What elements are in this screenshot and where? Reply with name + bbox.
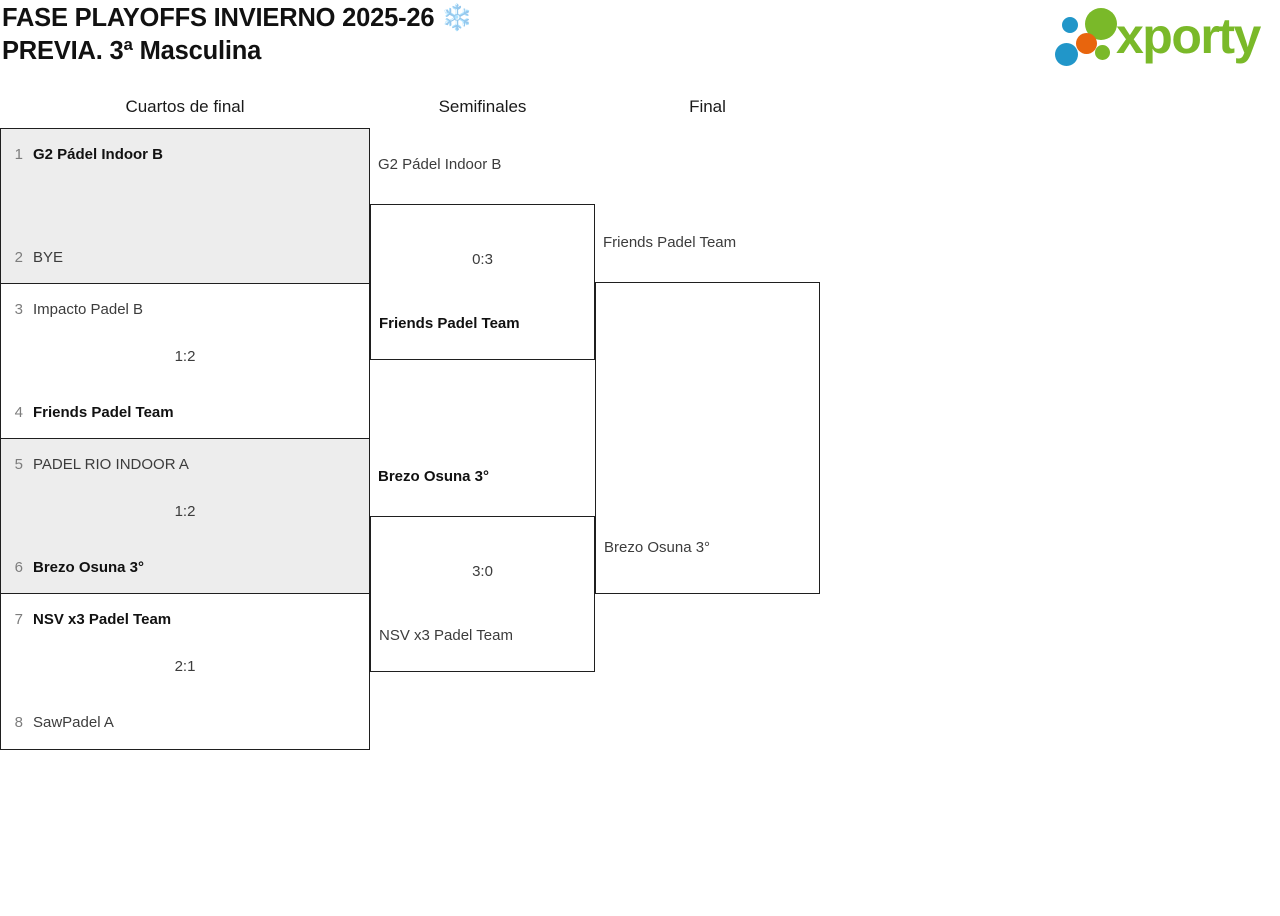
team-name: Impacto Padel B bbox=[33, 301, 144, 318]
logo-wordmark: xporty bbox=[1116, 8, 1261, 64]
match-final[interactable]: Brezo Osuna 3° bbox=[595, 282, 820, 594]
team-name: PADEL RIO INDOOR A bbox=[33, 456, 189, 473]
team-name: Brezo Osuna 3° bbox=[33, 559, 145, 576]
seed-number: 6 bbox=[14, 559, 23, 576]
seed-number: 1 bbox=[14, 146, 23, 163]
match-score: 1:2 bbox=[174, 503, 196, 520]
seed-number: 4 bbox=[14, 404, 23, 421]
match-team-bottom[interactable]: 8 SawPadel A bbox=[1, 714, 369, 732]
page-title: FASE PLAYOFFS INVIERNO 2025-26 ❄️ PREVIA… bbox=[2, 4, 473, 65]
team-name: Friends Padel Team bbox=[33, 404, 174, 421]
page-header: FASE PLAYOFFS INVIERNO 2025-26 ❄️ PREVIA… bbox=[0, 0, 1280, 78]
match-semifinal-2[interactable]: 3:0 NSV x3 Padel Team bbox=[370, 516, 595, 672]
logo-dots-icon bbox=[1050, 5, 1122, 67]
seed-number: 3 bbox=[14, 301, 23, 318]
match-semifinal-1[interactable]: 0:3 Friends Padel Team bbox=[370, 204, 595, 360]
match-team-bottom[interactable]: 6 Brezo Osuna 3° bbox=[1, 559, 369, 577]
match-quarterfinal-2[interactable]: 3 Impacto Padel B 1:2 4 Friends Padel Team bbox=[0, 283, 370, 439]
logo-dot-green-small bbox=[1095, 45, 1110, 60]
seed-number: 2 bbox=[14, 249, 23, 266]
match-team-bottom[interactable]: 4 Friends Padel Team bbox=[1, 404, 369, 422]
team-name: SawPadel A bbox=[33, 714, 114, 731]
semifinal-2-team-top[interactable]: Brezo Osuna 3° bbox=[378, 468, 490, 485]
match-quarterfinal-1[interactable]: 1 G2 Pádel Indoor B 2 BYE bbox=[0, 128, 370, 284]
match-quarterfinal-4[interactable]: 7 NSV x3 Padel Team 2:1 8 SawPadel A bbox=[0, 593, 370, 750]
tournament-bracket: Cuartos de final Semifinales Final 1 G2 P… bbox=[0, 90, 1280, 770]
round-header-semifinals: Semifinales bbox=[438, 97, 527, 116]
match-team-top[interactable]: 5 PADEL RIO INDOOR A bbox=[1, 456, 369, 474]
match-score: 3:0 bbox=[472, 563, 493, 580]
match-score: 2:1 bbox=[174, 658, 196, 675]
logo-dot-blue-top bbox=[1062, 17, 1078, 33]
logo-dot-orange bbox=[1076, 33, 1097, 54]
match-score: 1:2 bbox=[174, 348, 196, 365]
match-team-top[interactable]: 7 NSV x3 Padel Team bbox=[1, 611, 369, 629]
match-score: 0:3 bbox=[472, 251, 493, 268]
logo-dot-blue-bottom bbox=[1055, 43, 1078, 66]
seed-number: 8 bbox=[14, 714, 23, 731]
match-quarterfinal-3[interactable]: 5 PADEL RIO INDOOR A 1:2 6 Brezo Osuna 3° bbox=[0, 438, 370, 594]
match-team-bottom[interactable]: NSV x3 Padel Team bbox=[379, 627, 513, 644]
round-header-quarterfinals: Cuartos de final bbox=[125, 97, 245, 116]
match-team-bottom[interactable]: Friends Padel Team bbox=[379, 315, 520, 332]
match-team-top[interactable]: 1 G2 Pádel Indoor B bbox=[1, 146, 369, 164]
xporty-logo[interactable]: xporty bbox=[1050, 5, 1278, 67]
team-name: BYE bbox=[33, 249, 64, 266]
seed-number: 5 bbox=[14, 456, 23, 473]
final-team-top[interactable]: Friends Padel Team bbox=[603, 234, 737, 251]
semifinal-1-team-top[interactable]: G2 Pádel Indoor B bbox=[378, 156, 502, 173]
seed-number: 7 bbox=[14, 611, 23, 628]
team-name: NSV x3 Padel Team bbox=[33, 611, 172, 628]
match-team-top[interactable]: 3 Impacto Padel B bbox=[1, 301, 369, 319]
round-header-final: Final bbox=[689, 97, 726, 116]
team-name: G2 Pádel Indoor B bbox=[33, 146, 164, 163]
match-team-bottom[interactable]: Brezo Osuna 3° bbox=[604, 539, 711, 556]
match-team-bottom[interactable]: 2 BYE bbox=[1, 249, 369, 267]
